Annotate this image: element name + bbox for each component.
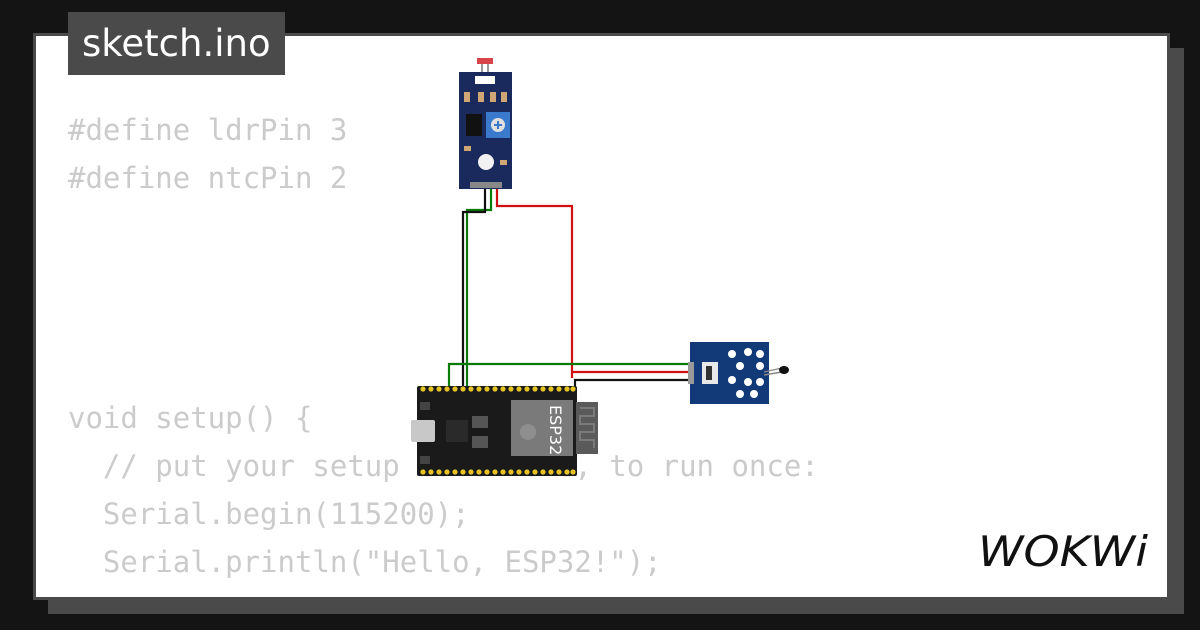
code-line bbox=[68, 346, 819, 394]
code-line: #define ntcPin 2 bbox=[68, 161, 348, 195]
code-line: Serial.begin(115200); bbox=[68, 497, 470, 531]
code-line: void setup() { bbox=[68, 401, 313, 435]
wokwi-logo: WOKWi bbox=[978, 527, 1148, 576]
filename-tab[interactable]: sketch.ino bbox=[68, 12, 285, 75]
preview-card: #define ldrPin 3 #define ntcPin 2 void set… bbox=[33, 33, 1170, 600]
wokwi-logo-text: WOKWi bbox=[978, 527, 1148, 576]
code-line bbox=[68, 202, 819, 250]
code-line: Serial.println("Hello, ESP32!"); bbox=[68, 545, 662, 579]
code-line: analogReadResolution(12); bbox=[68, 586, 819, 597]
code-line bbox=[68, 298, 819, 346]
code-editor[interactable]: #define ldrPin 3 #define ntcPin 2 void set… bbox=[68, 106, 819, 597]
code-line bbox=[68, 250, 819, 298]
code-line: // put your setup code here, to run once… bbox=[68, 449, 819, 483]
code-line: #define ldrPin 3 bbox=[68, 113, 348, 147]
